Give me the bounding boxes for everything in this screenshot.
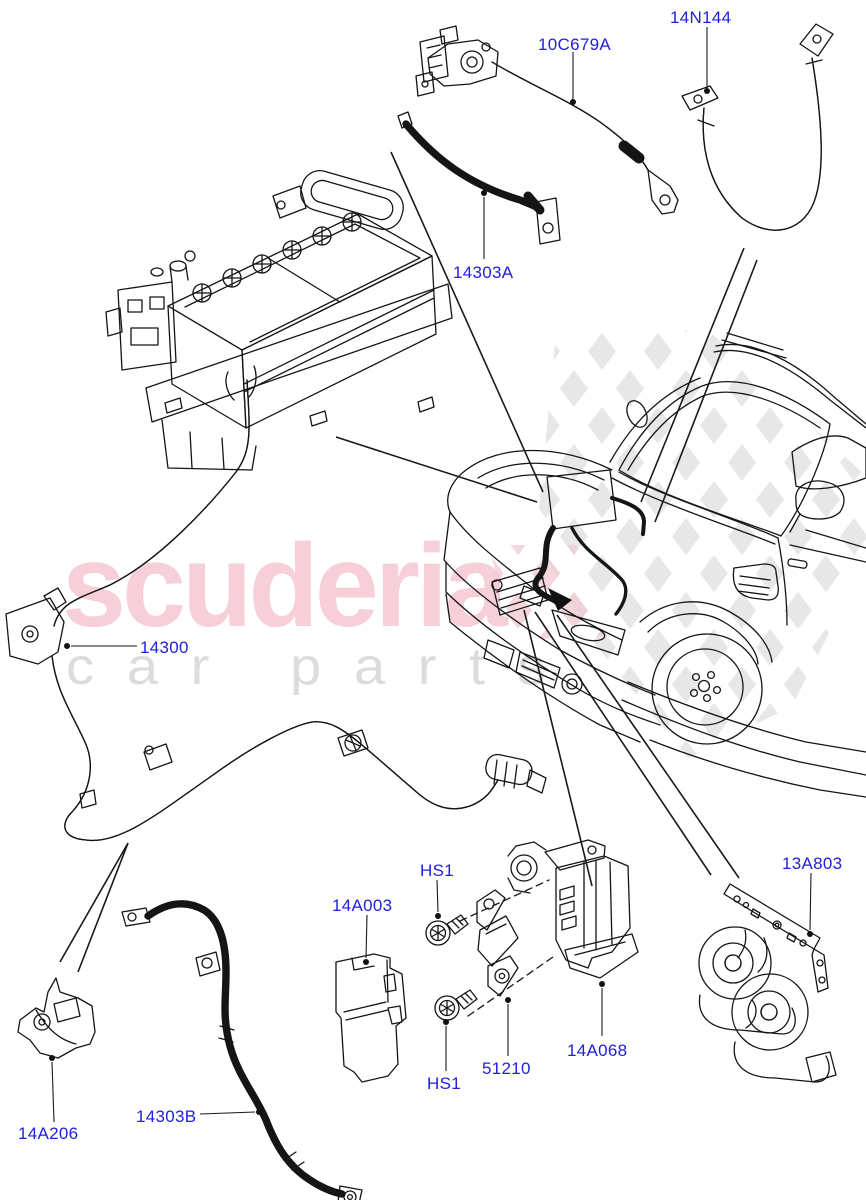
lower-cable-illustration bbox=[121, 900, 363, 1200]
screw-upper-illustration bbox=[425, 914, 469, 946]
part-label-HS1-lower: HS1 bbox=[427, 1074, 461, 1093]
positive-cable-illustration bbox=[415, 25, 679, 215]
watermark-tagline: car parts bbox=[66, 638, 578, 696]
part-label-14A003: 14A003 bbox=[332, 896, 392, 915]
leader-lines bbox=[49, 27, 813, 1123]
part-label-13A803: 13A803 bbox=[782, 854, 842, 873]
part-label-14303A: 14303A bbox=[453, 263, 514, 282]
shield-illustration bbox=[335, 953, 407, 1083]
watermark-brand: scuderia bbox=[62, 520, 509, 652]
fusible-link-illustration bbox=[459, 879, 554, 1017]
part-label-14N144: 14N144 bbox=[670, 8, 731, 27]
watermark: scuderia car parts bbox=[62, 520, 578, 696]
pointer-lines bbox=[59, 151, 758, 973]
harness-illustration bbox=[5, 379, 547, 842]
horns-illustration bbox=[698, 883, 837, 1083]
vehicle-illustration bbox=[443, 332, 866, 798]
battery-cable-upper-illustration bbox=[397, 111, 561, 245]
part-label-HS1-upper: HS1 bbox=[420, 861, 454, 880]
part-label-14303B: 14303B bbox=[136, 1107, 196, 1126]
part-label-14A206: 14A206 bbox=[18, 1124, 78, 1143]
part-labels: 10C679A 14N144 14303A 14300 14A206 14303… bbox=[18, 8, 842, 1143]
ground-cable-illustration bbox=[681, 23, 834, 231]
battery-vent-caps bbox=[192, 212, 362, 303]
battery-illustration bbox=[105, 170, 453, 471]
part-label-14300: 14300 bbox=[140, 638, 189, 657]
part-label-51210: 51210 bbox=[482, 1059, 531, 1078]
fusebox-illustration bbox=[507, 839, 639, 979]
part-label-10C679A: 10C679A bbox=[538, 35, 611, 54]
screw-lower-illustration bbox=[434, 989, 478, 1021]
part-label-14A068: 14A068 bbox=[567, 1041, 627, 1060]
terminal-cover-illustration bbox=[17, 977, 96, 1059]
